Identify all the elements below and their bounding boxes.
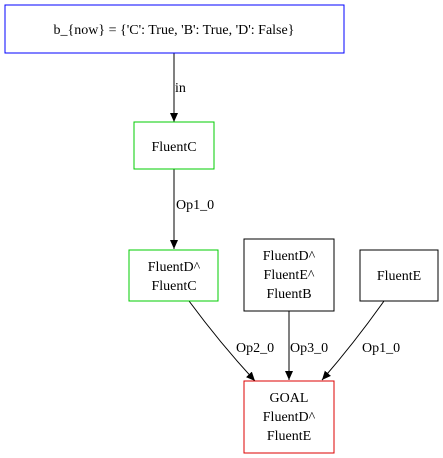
edge-fluent-e-to-goal: Op1_0 (321, 300, 400, 381)
node-fluent-d-e-b-line-2: FluentE^ (264, 268, 315, 283)
node-fluent-d-c-line-1: FluentD^ (148, 260, 201, 275)
edge-label-in: in (175, 81, 186, 96)
edge-state-to-fluent-c: in (170, 53, 186, 122)
node-fluent-d-e-b-box (243, 238, 335, 312)
node-fluent-d-e-b-line-1: FluentD^ (263, 249, 316, 264)
node-fluent-d-c-box (128, 249, 219, 302)
node-fluent-d-c: FluentD^ FluentC (128, 249, 219, 302)
node-goal-line-3: FluentE (267, 429, 311, 444)
node-fluent-c-box (133, 121, 215, 170)
node-fluent-e: FluentE (359, 249, 439, 302)
edge-label-op2-0: Op2_0 (236, 341, 274, 356)
node-fluent-c: FluentC (133, 121, 215, 170)
edge-fluent-dc-to-goal: Op2_0 (188, 300, 274, 382)
edge-label-op1-0: Op1_0 (176, 198, 214, 213)
edge-label-op1-0-right: Op1_0 (362, 341, 400, 356)
node-fluent-e-box (359, 249, 439, 302)
node-goal-box (243, 380, 335, 454)
edge-label-op3-0: Op3_0 (290, 341, 328, 356)
node-fluent-d-c-line-2: FluentC (151, 279, 196, 294)
node-goal-line-2: FluentD^ (263, 410, 316, 425)
node-current-state-box (4, 4, 345, 54)
node-goal-line-1: GOAL (270, 391, 309, 406)
edge-fluent-c-to-fluent-dc: Op1_0 (170, 169, 214, 249)
node-fluent-d-e-b-line-3: FluentB (266, 287, 311, 302)
node-goal: GOAL FluentD^ FluentE (243, 380, 335, 454)
node-fluent-e-line-1: FluentE (377, 269, 421, 284)
node-fluent-d-e-b: FluentD^ FluentE^ FluentB (243, 238, 335, 312)
node-current-state: b_{now} = {'C': True, 'B': True, 'D': Fa… (4, 4, 345, 54)
node-current-state-line-1: b_{now} = {'C': True, 'B': True, 'D': Fa… (54, 23, 295, 38)
edge-fluent-deb-to-goal: Op3_0 (285, 311, 328, 380)
node-fluent-c-line-1: FluentC (151, 140, 196, 155)
